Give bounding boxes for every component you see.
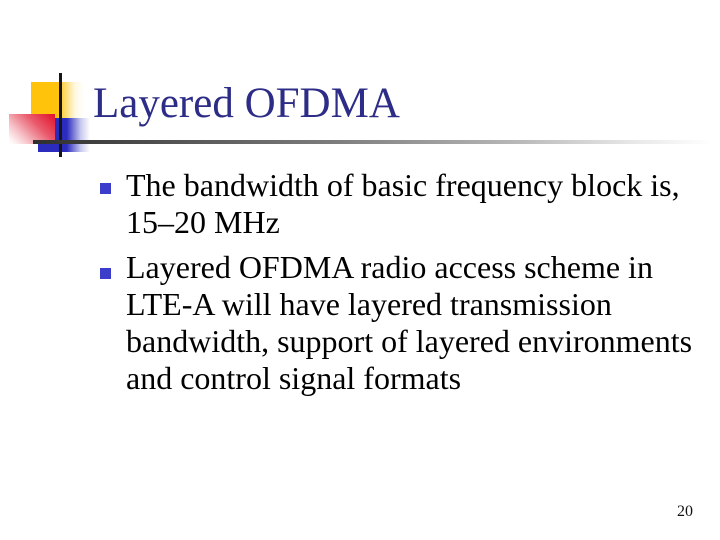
slide-decoration xyxy=(0,0,720,170)
yellow-accent-square xyxy=(31,82,86,119)
bullet-square-icon xyxy=(100,268,111,279)
slide-title: Layered OFDMA xyxy=(93,80,400,127)
bullet-text: Layered OFDMA radio access scheme in LTE… xyxy=(126,249,693,396)
bullet-square-icon xyxy=(100,183,111,194)
page-number: 20 xyxy=(677,503,693,520)
vertical-rule xyxy=(59,73,62,157)
horizontal-divider-rule xyxy=(33,140,713,144)
red-accent-square xyxy=(9,114,55,144)
bullet-text: The bandwidth of basic frequency block i… xyxy=(126,167,680,240)
